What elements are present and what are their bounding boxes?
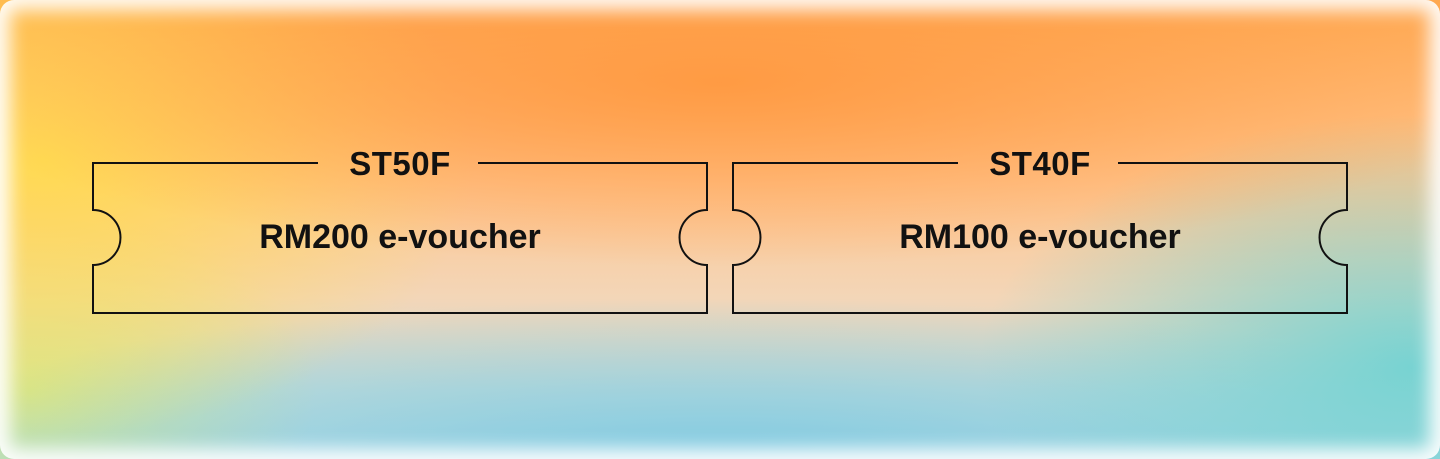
ticket-outline-2 xyxy=(732,162,1348,314)
voucher-code: ST50F xyxy=(349,145,451,182)
ticket-outline-1 xyxy=(92,162,708,314)
voucher-reward: RM200 e-voucher xyxy=(259,218,541,256)
voucher-reward: RM100 e-voucher xyxy=(899,218,1181,256)
voucher-code: ST40F xyxy=(989,145,1091,182)
